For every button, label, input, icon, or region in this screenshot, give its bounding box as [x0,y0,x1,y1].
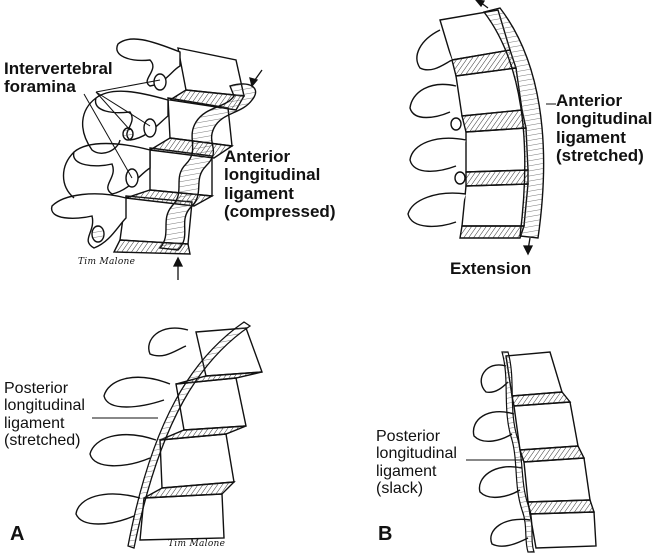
spinous-process [409,83,457,119]
intervertebral-disc [459,225,525,239]
extension-arrows [475,0,534,256]
panel-label-b: B [378,523,393,545]
vertebral-body [461,183,529,227]
spinous-process [416,29,453,71]
spinous-process [478,466,523,499]
spinous-process [148,327,189,357]
spinous-process [51,193,127,249]
spinous-process [490,518,531,547]
foramen [143,118,157,138]
label-extension: Extension [450,259,532,278]
intervertebral-disc [175,371,263,385]
foramen [454,171,466,185]
intervertebral-disc [511,391,572,407]
top-right-spine [407,9,529,239]
anterior-longitudinal-ligament-stretched [482,7,545,239]
vertebral-body [505,351,563,397]
artist-signature: Tim Malone [78,257,136,267]
foramina-leader-lines [83,79,161,179]
intervertebral-disc [527,499,595,515]
compression-arrows [172,69,263,280]
spinous-process [407,192,467,228]
vertebral-body [159,433,235,489]
label-posterior-ligament-stretched: Posterior longitudinal ligament (stretch… [4,380,85,449]
label-posterior-ligament-slack: Posterior longitudinal ligament (slack) [376,428,457,497]
spinous-process [409,137,467,172]
panel-label-a: A [10,523,25,545]
vertebral-body [529,511,597,549]
label-anterior-ligament-stretched: Anterior longitudinal ligament (stretche… [556,91,653,166]
intervertebral-disc [159,425,247,441]
posterior-longitudinal-ligament-slack [501,351,535,553]
vertebral-body [513,401,579,451]
foramen [91,225,105,243]
vertebral-body [465,127,529,173]
artist-signature: Tim Malone [168,539,226,549]
vertebral-body [139,493,225,541]
spinous-process [89,434,157,467]
label-intervertebral-foramina: Intervertebral foramina [4,59,113,97]
foramen [153,73,167,91]
intervertebral-disc [143,481,236,499]
spinous-process [116,38,181,87]
foramen [450,117,462,131]
spinous-process [472,411,515,443]
anterior-longitudinal-ligament-compressed [158,83,257,251]
bottom-right-spine [472,351,597,549]
bottom-left-spine [75,327,263,541]
spinous-process [480,364,509,394]
vertebral-body [523,457,591,503]
spinous-process [103,376,171,408]
intervertebral-disc [465,169,529,187]
intervertebral-disc [519,445,586,463]
spinous-process [75,493,141,525]
foramen [122,127,134,141]
label-anterior-ligament-compressed: Anterior longitudinal ligament (compress… [224,147,336,222]
lamina [62,151,75,199]
posterior-longitudinal-ligament-stretched [127,321,252,549]
